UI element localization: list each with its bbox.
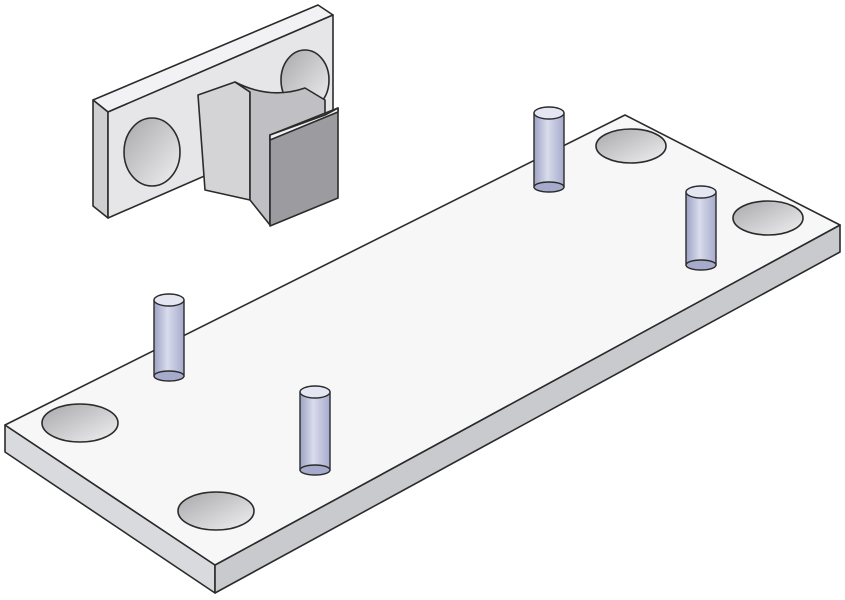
pin [685, 185, 717, 271]
pins [153, 106, 717, 476]
hole [595, 128, 667, 164]
pin [533, 106, 565, 193]
pin [153, 293, 185, 382]
hole [177, 491, 255, 531]
clip-top [269, 107, 339, 141]
hole [41, 403, 119, 443]
base-plate [4, 114, 841, 594]
holes [41, 128, 804, 531]
bracket-front [92, 99, 109, 219]
plate-top-face [4, 114, 841, 566]
clip-left [197, 81, 251, 201]
bracket [92, 4, 339, 227]
bracket-hole [123, 117, 181, 187]
hole [732, 200, 804, 236]
pin [299, 385, 331, 476]
clip-right [269, 107, 339, 227]
